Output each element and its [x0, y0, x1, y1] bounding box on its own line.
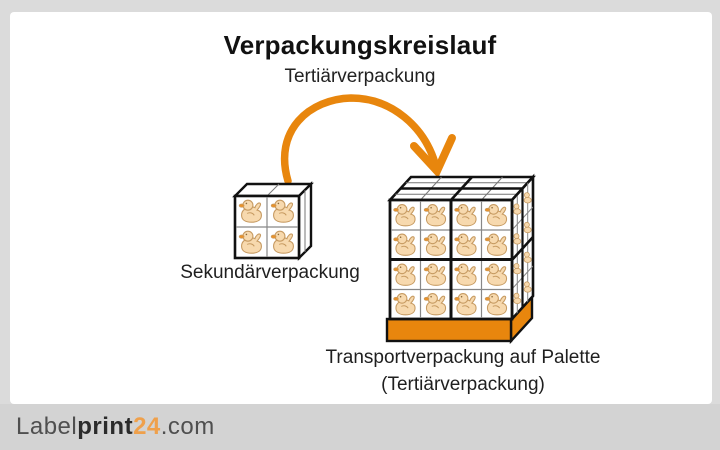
logo-part-label: Label [16, 413, 78, 440]
pallet-with-boxes [385, 173, 536, 345]
secondary-package-box [232, 181, 314, 261]
footer-bar: Labelprint24.com [0, 404, 720, 450]
curved-arrow-icon [280, 94, 456, 185]
tertiary-label-line2: (Tertiärverpackung) [381, 374, 545, 395]
page-subtitle: Tertiärverpackung [284, 66, 436, 87]
logo-part-tld: .com [160, 413, 215, 440]
tertiary-label-line1: Transportverpackung auf Palette [325, 347, 601, 368]
page-title: Verpackungskreislauf [223, 30, 497, 60]
logo-part-print: print [77, 413, 134, 440]
secondary-package-label: Sekundärverpackung [180, 262, 360, 283]
labelprint24-logo: Labelprint24.com [16, 413, 215, 441]
diagram-canvas [10, 12, 712, 404]
logo-part-number: 24 [133, 413, 161, 440]
tertiary-package-label: Transportverpackung auf Palette (Tertiär… [326, 344, 601, 398]
